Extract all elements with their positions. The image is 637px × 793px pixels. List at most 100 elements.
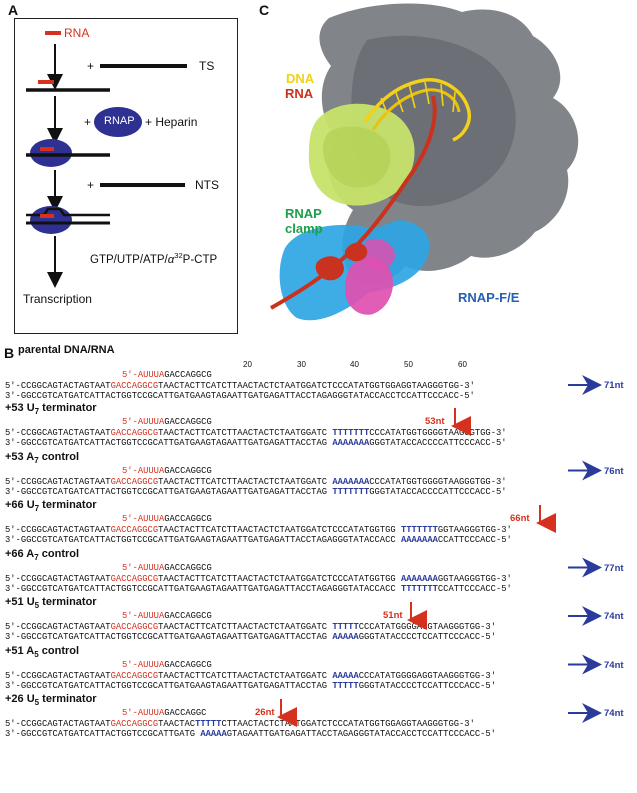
section-title: +51 A5 control xyxy=(5,645,79,659)
title-rest: terminator xyxy=(39,402,97,414)
rna-rest: GACCAGGCG xyxy=(164,562,212,573)
top-post: CCCATATGGGGAGGTAAGGGTGG-3' xyxy=(358,670,496,681)
terminator-nt-label: 26nt xyxy=(255,707,275,718)
top-post: CCCATATGGTGGGGTAAGGGTGG-3' xyxy=(369,428,507,438)
title-rest: terminator xyxy=(39,693,97,705)
section-rna: 5'-AUUUAGACCAGGC xyxy=(122,708,206,718)
rna-blob-1 xyxy=(315,256,344,281)
plus-nts: + xyxy=(87,178,95,192)
section-top-strand: 5'-CCGGCAGTACTAGTAATGACCAGGCGTAACTACTTTT… xyxy=(5,719,475,729)
rna-5prime: 5'-AUUUA xyxy=(122,370,165,380)
title-main: +51 U xyxy=(5,596,35,608)
parental-bottom-strand: 3'-GGCCGTCATGATCATTACTGGTCCGCATTGATGAAGT… xyxy=(5,391,475,401)
dna-rungs xyxy=(380,81,456,119)
panel-a-flow-box xyxy=(14,18,238,334)
top-blue: TTTTT xyxy=(332,622,359,632)
bot-post: CCATTCCCACC-5' xyxy=(437,583,512,594)
rna-structure-label: RNA xyxy=(285,86,314,101)
ntp-suffix: P-CTP xyxy=(182,253,218,266)
rna-5prime: 5'-AUUUA xyxy=(122,562,165,573)
top-mid: TAACTACTTCATCTTAACTACTCTAATGGATC xyxy=(158,476,333,487)
title-rest: control xyxy=(38,547,80,560)
rna-strand-1 xyxy=(45,31,61,35)
bot-blue: AAAAA xyxy=(200,729,227,739)
bot-blue: TTTTTTT xyxy=(332,486,370,497)
ntp-prefix: GTP/UTP/ATP/ xyxy=(90,253,168,266)
title-sub: 5 xyxy=(34,649,39,659)
ts-label: TS xyxy=(199,59,215,73)
bot-pre: 3'-GGCCGTCATGATCATTACTGGTCCGCATTGATGAAGT… xyxy=(5,583,401,594)
rna-label: RNA xyxy=(64,26,90,40)
top-pre: 5'-CCGGCAGTACTAGTAAT xyxy=(5,525,111,535)
rna-rest: GACCAGGCG xyxy=(164,659,212,670)
rnap-label: RNAP xyxy=(104,115,135,127)
top-pre: 5'-CCGGCAGTACTAGTAAT xyxy=(5,719,111,729)
rna-rest: GACCAGGCG xyxy=(164,417,212,427)
top-mid: TAACTACTTCATCTTAACTACTCTAATGGATC xyxy=(158,428,333,438)
runoff-nt-label: 74nt xyxy=(604,611,624,622)
bot-blue: TTTTT xyxy=(332,680,359,691)
fe-label: RNAP-F/E xyxy=(458,290,520,305)
rna-rest: GACCAGGCG xyxy=(164,465,212,476)
title-sub: 7 xyxy=(34,504,40,514)
section-bottom-strand: 3'-GGCCGTCATGATCATTACTGGTCCGCATTGATGAAGT… xyxy=(5,584,512,594)
section-title: +53 A7 control xyxy=(5,451,79,465)
title-main: +26 U xyxy=(5,693,35,705)
title-rest: control xyxy=(38,644,80,657)
section-bottom-strand: 3'-GGCCGTCATGATCATTACTGGTCCGCATTGATGAAGT… xyxy=(5,438,507,448)
section-bottom-strand: 3'-GGCCGTCATGATCATTACTGGTCCGCATTGATGAAGT… xyxy=(5,681,496,691)
bot-post: GTAGAATTGATGAGATTACCTAGAGGGTATACCACCTCCA… xyxy=(226,729,496,739)
top-blue: TTTTTTT xyxy=(400,525,438,535)
title-sub: 5 xyxy=(34,698,40,708)
section-rna: 5'-AUUUAGACCAGGCG xyxy=(122,563,212,573)
runoff-nt-label: 74nt xyxy=(604,659,624,671)
runoff-nt-label: 74nt xyxy=(604,708,624,719)
bot-blue: AAAAA xyxy=(332,632,359,642)
rna-rest: GACCAGGC xyxy=(164,708,207,718)
top-red: GACCAGGCG xyxy=(110,381,159,391)
top-pre: 5'-CCGGCAGTACTAGTAAT xyxy=(5,428,111,438)
top-red: GACCAGGCG xyxy=(110,670,159,681)
bot-pre: 3'-GGCCGTCATGATCATTACTGGTCCGCATTGATGAAGT… xyxy=(5,535,401,545)
top-pre: 5'-CCGGCAGTACTAGTAAT xyxy=(5,670,111,681)
rna-exit-strand xyxy=(270,95,437,310)
dna-strand-1 xyxy=(363,78,472,142)
section-top-strand: 5'-CCGGCAGTACTAGTAATGACCAGGCGTAACTACTTCA… xyxy=(5,622,496,632)
terminator-nt-label: 66nt xyxy=(510,513,530,524)
top-red: GACCAGGCG xyxy=(110,525,159,535)
title-rest: terminator xyxy=(39,596,97,608)
bot-pre: 3'-GGCCGTCATGATCATTACTGGTCCGCATTGATGAAGT… xyxy=(5,486,333,497)
rna-5prime: 5'-AUUUA xyxy=(122,417,165,427)
parental-rna: 5'-AUUUAGACCAGGCG xyxy=(122,370,212,380)
panel-a-letter: A xyxy=(8,2,19,18)
section-title: +66 U7 terminator xyxy=(5,499,97,513)
ruler-40: 40 xyxy=(350,360,359,369)
section-rna: 5'-AUUUAGACCAGGCG xyxy=(122,466,212,476)
title-main: +51 A xyxy=(5,644,35,657)
dna-label: DNA xyxy=(286,71,315,86)
bot-post: GGGTATACCACCCCATTCCCACC-5' xyxy=(369,438,507,448)
rnap-structure-rendering xyxy=(270,3,579,321)
top-rest: TAACTACTTCATCTTAACTACTCTAATGGATCTCCCATAT… xyxy=(158,381,475,391)
section-rna: 5'-AUUUAGACCAGGCG xyxy=(122,417,212,427)
section-rna: 5'-AUUUAGACCAGGCG xyxy=(122,514,212,524)
nts-label: NTS xyxy=(195,178,219,192)
title-main: +66 A xyxy=(5,547,35,560)
ntp-mix-label: GTP/UTP/ATP/α32P-CTP xyxy=(90,251,217,266)
rna-blob-2 xyxy=(344,242,368,262)
bot-pre: 3'-GGCCGTCATGATCATTACTGGTCCGCATTGATG xyxy=(5,729,201,739)
top-post: GGTAAGGGTGG-3' xyxy=(437,573,512,584)
bot-post: GGGTATACCACCCCATTCCCACC-5' xyxy=(369,486,507,497)
ruler-50: 50 xyxy=(404,360,413,369)
section-rna: 5'-AUUUAGACCAGGCG xyxy=(122,611,212,621)
title-rest: control xyxy=(38,450,80,463)
top-pre: 5'-CCGGCAGTACTAGTAAT xyxy=(5,381,111,391)
title-main: +66 U xyxy=(5,499,35,511)
top-red: GACCAGGCG xyxy=(110,428,159,438)
top-blue: TTTTTTT xyxy=(332,428,370,438)
top-red: GACCAGGCG xyxy=(110,573,159,584)
section-top-strand: 5'-CCGGCAGTACTAGTAATGACCAGGCGTAACTACTTCA… xyxy=(5,671,496,681)
bot-pre: 3'-GGCCGTCATGATCATTACTGGTCCGCATTGATGAAGT… xyxy=(5,438,333,448)
top-mid: TAACTACTTCATCTTAACTACTCTAATGGATC xyxy=(158,622,333,632)
bot-blue: AAAAAAA xyxy=(400,535,438,545)
